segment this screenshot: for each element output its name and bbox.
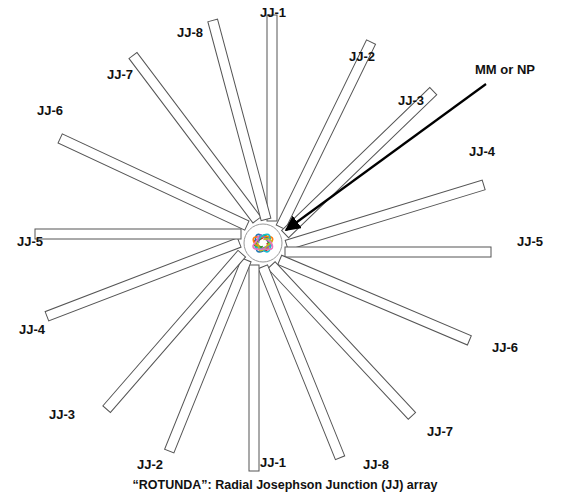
junction-bar [285,247,491,257]
junction-bar [35,229,241,239]
junction-label: JJ-4 [469,145,495,159]
center-well [244,224,282,262]
leader-arrow [286,84,486,230]
junction-bar [45,238,241,321]
junction-label: JJ-8 [177,26,203,40]
protein-illustration [253,234,273,252]
junction-label: JJ-2 [137,458,163,472]
junction-label: JJ-6 [492,341,518,355]
callout-label: MM or NP [475,63,535,77]
junction-label: JJ-7 [107,68,133,82]
junction-label: JJ-6 [37,104,63,118]
junction-label: JJ-1 [260,6,286,20]
junction-label: JJ-5 [17,235,43,249]
junction-label: JJ-1 [260,456,286,470]
junction-label: JJ-7 [427,425,453,439]
protein-ribbon [253,235,272,249]
junction-bars [35,15,491,471]
junction-bar [208,19,271,221]
junction-bar [58,134,249,230]
junction-label: JJ-3 [398,94,424,108]
junction-label: JJ-5 [517,235,543,249]
junction-bar [249,265,259,471]
junction-label: JJ-2 [349,50,375,64]
junction-bar [285,180,485,250]
junction-label: JJ-8 [363,458,389,472]
junction-bar [103,250,246,412]
junction-bar [267,15,277,221]
figure-caption: “ROTUNDA”: Radial Josephson Junction (JJ… [133,479,438,493]
junction-bar [258,265,344,460]
junction-label: JJ-4 [19,323,45,337]
junction-label: JJ-3 [49,408,75,422]
